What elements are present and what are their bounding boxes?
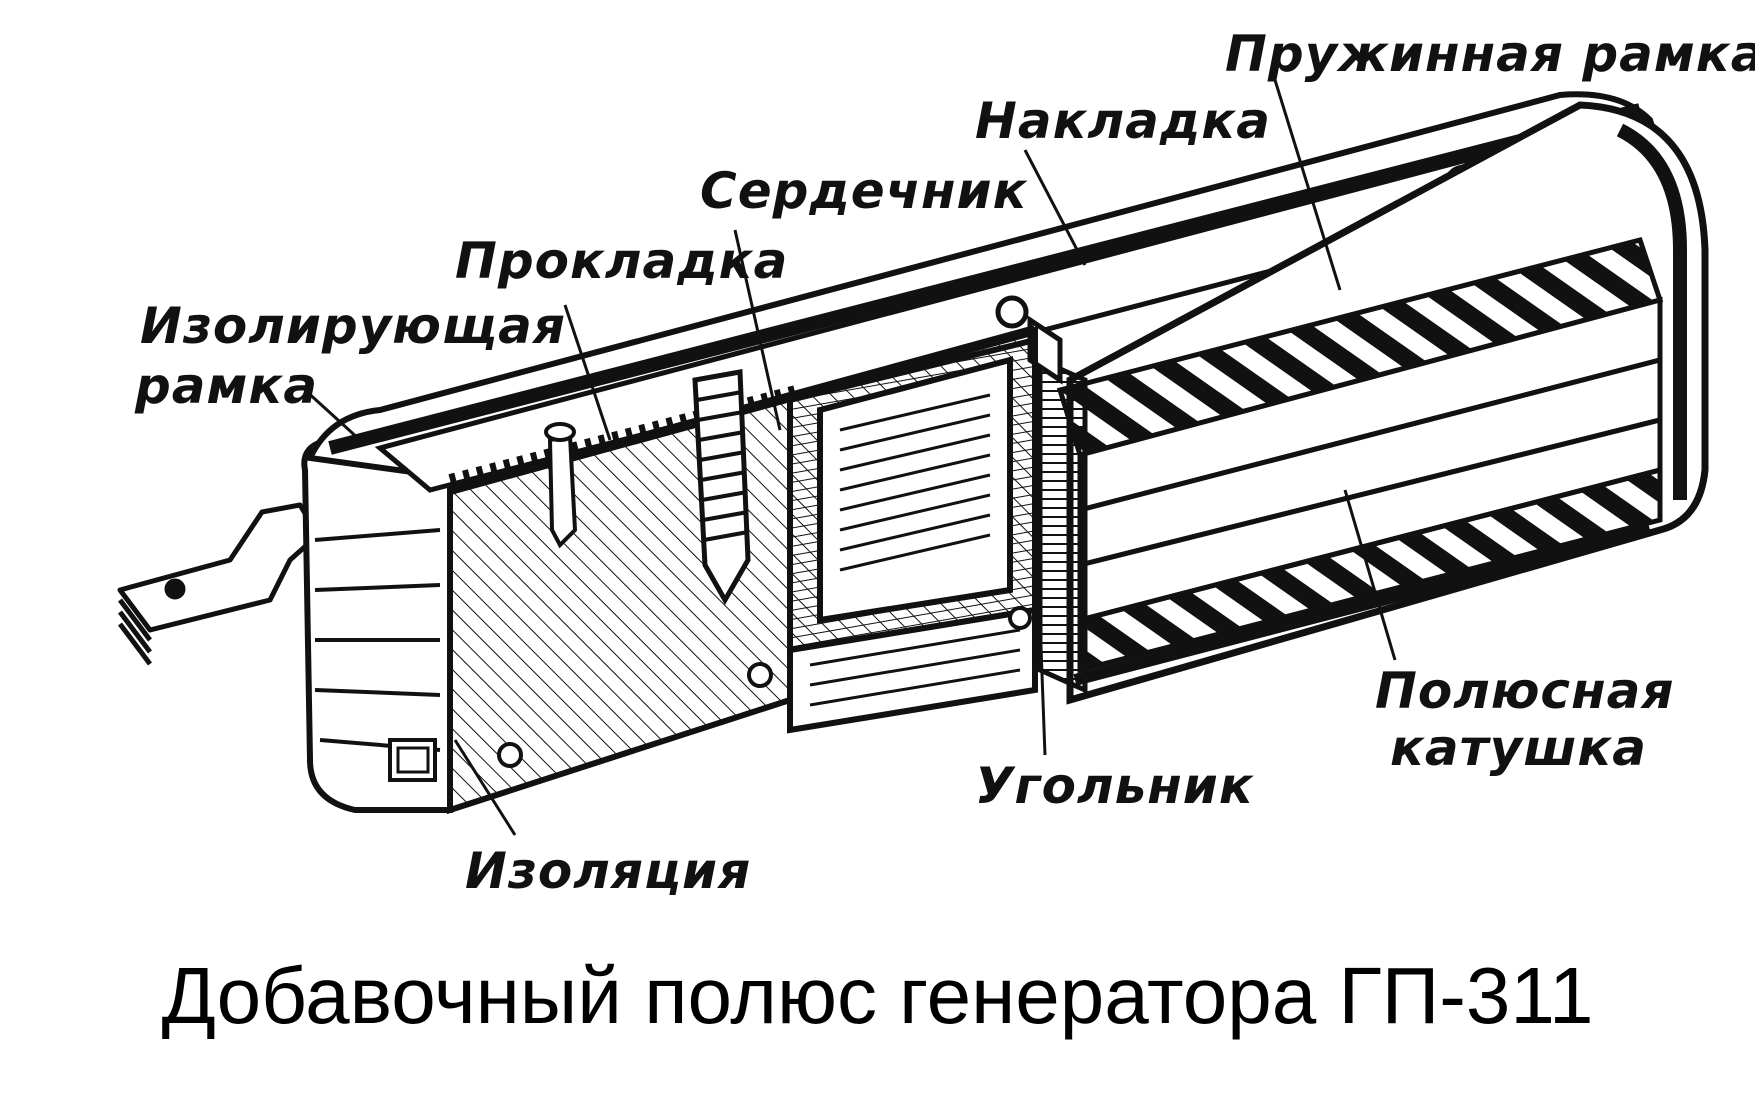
label-insulating-frame-line2: рамка — [135, 357, 319, 415]
label-pole-coil-line1: Полюсная — [1375, 662, 1675, 720]
label-overlay: Накладка — [975, 92, 1271, 150]
figure-caption: Добавочный полюс генератора ГП-311 — [161, 951, 1594, 1040]
leader-angle-piece — [1038, 619, 1047, 756]
label-spring-frame: Пружинная рамка — [1225, 25, 1755, 83]
leader-core — [733, 229, 782, 431]
leader-insulation — [453, 739, 517, 836]
leader-overlay — [1023, 149, 1087, 266]
label-gasket: Прокладка — [455, 232, 789, 290]
label-core: Сердечник — [700, 162, 1028, 220]
angle-piece — [995, 295, 1088, 694]
leader-pole-coil — [1343, 489, 1397, 661]
coil-left-end — [301, 437, 453, 813]
leader-lines — [303, 79, 1397, 836]
label-insulating-frame-line1: Изолирующая — [140, 297, 567, 355]
leader-insulating-frame — [303, 388, 362, 442]
label-insulation: Изоляция — [465, 842, 752, 900]
label-pole-coil-line2: катушка — [1390, 719, 1648, 777]
terminal-lead — [117, 502, 321, 666]
label-angle-piece: Угольник — [975, 757, 1254, 815]
core-section — [447, 325, 1038, 815]
leader-gasket — [563, 304, 612, 441]
leader-spring-frame — [1273, 79, 1342, 291]
